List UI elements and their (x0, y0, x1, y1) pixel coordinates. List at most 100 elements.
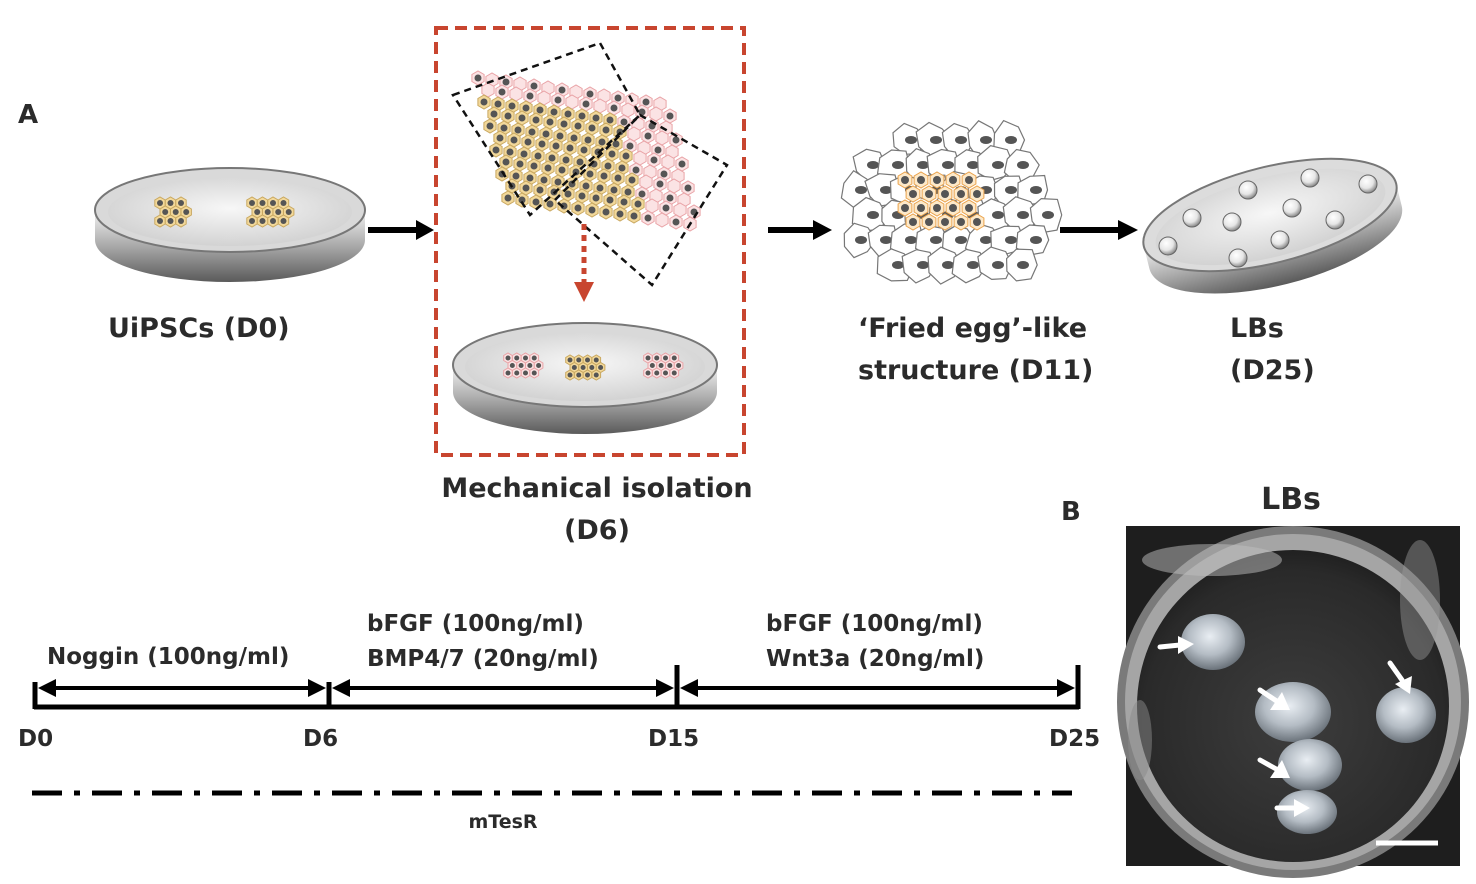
cell-nucleus (544, 164, 552, 172)
cell-nucleus (855, 236, 867, 244)
cell-nucleus (614, 94, 622, 102)
cell-nucleus (930, 236, 942, 244)
cell-nucleus (955, 236, 967, 244)
cell-nucleus (663, 355, 668, 361)
cell-nucleus (532, 116, 540, 124)
stage-3-factor-2: Wnt3a (20ng/ml) (766, 646, 984, 672)
cell-nucleus (578, 112, 586, 120)
cell-nucleus (536, 186, 544, 194)
cell-nucleus (531, 370, 537, 376)
cell-nucleus (1005, 236, 1017, 244)
stage-arrow-2 (332, 679, 674, 697)
cell-nucleus (576, 372, 582, 378)
cell-nucleus (530, 82, 538, 90)
cell-nucleus (585, 372, 590, 378)
lb-organoid-2 (1255, 682, 1331, 742)
cell-nucleus (270, 200, 276, 206)
cell-nucleus (645, 355, 651, 361)
cell-nucleus (592, 114, 600, 122)
colony-sheet (451, 41, 729, 287)
mechanical-isolation-box (434, 26, 746, 457)
cell-nucleus (638, 190, 646, 198)
cell-nucleus (530, 162, 538, 170)
cell-nucleus (564, 190, 572, 198)
cell-nucleus (684, 184, 692, 192)
cell-nucleus (172, 209, 179, 215)
cell-nucleus (518, 196, 526, 204)
cell-nucleus (259, 218, 266, 224)
stage-1-factor: Noggin (100ng/ml) (47, 644, 289, 670)
cell-nucleus (502, 158, 510, 166)
cell-nucleus (494, 100, 502, 108)
arrow-2 (768, 220, 832, 240)
cell-nucleus (546, 118, 554, 126)
cell-nucleus (957, 218, 965, 226)
lb-organoid-5 (1376, 687, 1436, 743)
cell-nucleus (567, 372, 573, 378)
cell-nucleus (973, 218, 981, 226)
cell-nucleus (867, 211, 879, 219)
lb-sphere (1238, 180, 1258, 200)
cell-nucleus (508, 102, 516, 110)
cell-nucleus (556, 132, 564, 140)
cell-nucleus (967, 161, 979, 169)
cell-nucleus (522, 184, 530, 192)
cell-nucleus (602, 126, 610, 134)
cell-nucleus (1017, 211, 1029, 219)
cell-nucleus (1042, 211, 1054, 219)
cell-nucleus (654, 370, 660, 376)
cell-nucleus (486, 122, 494, 130)
cell-nucleus (650, 156, 658, 164)
cell-nucleus (678, 160, 686, 168)
day-label-d0: D0 (18, 726, 53, 752)
cell-nucleus (992, 211, 1004, 219)
cell-nucleus (574, 204, 582, 212)
cell-nucleus (550, 108, 558, 116)
cell-nucleus (574, 122, 582, 130)
cell-nucleus (536, 106, 544, 114)
cell-nucleus (593, 372, 599, 378)
cell-nucleus (576, 158, 584, 166)
cell-nucleus (606, 196, 614, 204)
cell-nucleus (602, 208, 610, 216)
label-uipscs: UiPSCs (D0) (108, 313, 290, 344)
stage-2-factor-1: bFGF (100ng/ml) (367, 611, 584, 637)
lb-sphere (1158, 236, 1178, 256)
cell-nucleus (162, 209, 169, 215)
cell-nucleus (157, 200, 163, 206)
cell-nucleus (1017, 161, 1029, 169)
lb-sphere (1182, 208, 1202, 228)
cell-nucleus (531, 355, 537, 361)
cell-nucleus (1005, 186, 1017, 194)
dish-isolation (452, 322, 718, 434)
cell-nucleus (671, 355, 677, 361)
cell-nucleus (905, 236, 917, 244)
cell-nucleus (502, 78, 510, 86)
cell-nucleus (933, 176, 941, 184)
cell-nucleus (644, 214, 652, 222)
cell-nucleus (157, 218, 163, 224)
panel-letter-a: A (18, 100, 38, 130)
cell-nucleus (676, 363, 682, 368)
cell-nucleus (980, 136, 992, 144)
cell-nucleus (892, 161, 904, 169)
cell-nucleus (259, 200, 266, 206)
cell-nucleus (552, 142, 560, 150)
cell-nucleus (592, 194, 600, 202)
cell-nucleus (666, 194, 674, 202)
cell-nucleus (616, 210, 624, 218)
cell-nucleus (909, 218, 917, 226)
cell-nucleus (620, 198, 628, 206)
cell-nucleus (280, 200, 287, 206)
lb-organoid-4 (1277, 790, 1337, 834)
cell-nucleus (584, 136, 592, 144)
medium-label: mTesR (468, 811, 537, 833)
cell-nucleus (582, 100, 590, 108)
day-label-d25: D25 (1049, 726, 1100, 752)
cell-nucleus (917, 261, 929, 269)
cell-nucleus (642, 98, 650, 106)
cell-nucleus (538, 140, 546, 148)
cell-nucleus (955, 136, 967, 144)
cell-nucleus (249, 200, 255, 206)
cell-nucleus (586, 90, 594, 98)
